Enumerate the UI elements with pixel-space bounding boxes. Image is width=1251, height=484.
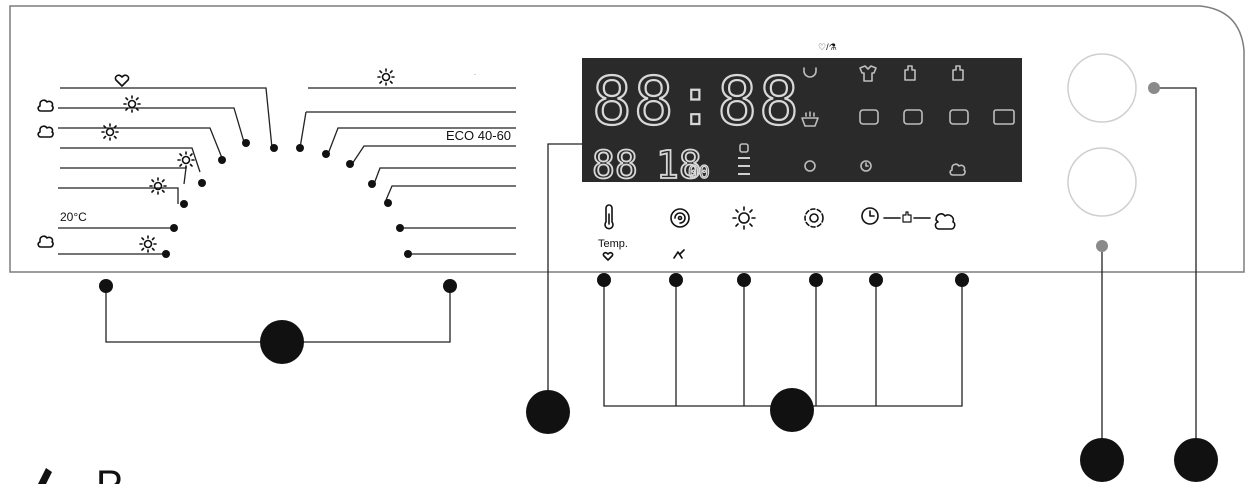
callout-marker-knob-upper [1174, 438, 1218, 482]
temperature-icon[interactable] [604, 204, 614, 230]
program-selector-lines [58, 87, 516, 255]
start-pause-knob[interactable] [1067, 147, 1137, 217]
knob-indicator-dot [1096, 240, 1108, 252]
sun-icon [377, 68, 395, 86]
callout-marker-display [526, 390, 570, 434]
callout-lines [105, 87, 1197, 456]
child-lock-icon [673, 249, 685, 259]
settings-gear-icon[interactable] [804, 208, 824, 228]
display-main-digits: 88:88 [592, 63, 801, 140]
spin-icon [803, 67, 817, 78]
clock-icon [860, 160, 872, 172]
program-label-eco: ECO 40-60 [446, 128, 511, 143]
heart-icon [114, 74, 130, 87]
cropped-heading-fragment: P [96, 463, 123, 484]
spin-speed-icon[interactable] [670, 208, 690, 228]
steam-cloud-icon [37, 99, 54, 112]
shirt-icon [859, 65, 877, 82]
display-right-digits: 18 [656, 143, 702, 187]
cropped-heading-icon [38, 468, 52, 484]
heart-icon [602, 251, 614, 261]
steam-cloud-icon [949, 163, 966, 176]
program-label-20c: 20°C [60, 210, 87, 224]
sun-icon [177, 151, 195, 169]
delay-timer-icon[interactable] [861, 207, 956, 230]
program-tub-icon [903, 109, 923, 125]
sun-icon [101, 123, 119, 141]
display-left-digits: 88 [592, 143, 638, 187]
sun-icon [123, 95, 141, 113]
level-bars-icon [738, 157, 750, 175]
steam-cloud-icon [37, 125, 54, 138]
knob-indicator-dot [1148, 82, 1160, 94]
program-tub-icon [859, 109, 879, 125]
program-dots [162, 139, 412, 258]
sun-icon [149, 177, 167, 195]
program-tub-icon [993, 109, 1015, 125]
display-right-small-digits: 00 [688, 162, 710, 183]
display-status-icons [801, 65, 1015, 176]
svg-text:·: · [474, 72, 476, 78]
program-knob[interactable] [1067, 53, 1137, 123]
basin-icon [801, 111, 819, 127]
drop-bottle-icon [952, 65, 964, 81]
display-top-symbol: ♡/⚗ [818, 42, 837, 52]
program-tub-icon [949, 109, 969, 125]
drop-bottle-icon [904, 65, 916, 81]
delay-alarm-icon [739, 143, 749, 153]
callout-dots [99, 273, 969, 293]
callout-marker-program-selector [260, 320, 304, 364]
callout-marker-function-buttons [770, 388, 814, 432]
panel-outline [9, 5, 1245, 273]
callout-marker-knob-lower [1080, 438, 1124, 482]
steam-cloud-icon [37, 235, 54, 248]
sun-icon [139, 235, 157, 253]
rinse-cycle-icon [804, 160, 816, 172]
temp-button-label: Temp. [598, 238, 628, 250]
sun-dry-icon[interactable] [732, 206, 756, 230]
